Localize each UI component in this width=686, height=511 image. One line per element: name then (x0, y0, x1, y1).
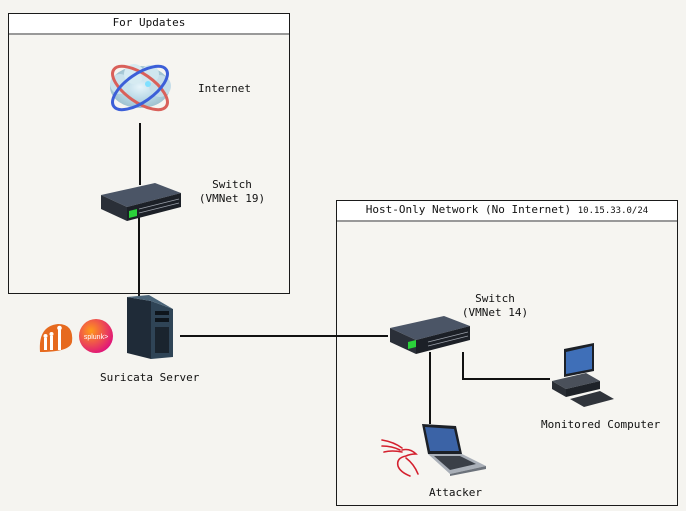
node-label-internet: Internet (198, 82, 251, 95)
subnet-label: 10.15.33.0/24 (577, 206, 649, 216)
edge-switch14-attacker (429, 352, 431, 424)
edge-switch14-monitored-h (462, 378, 550, 380)
laptop-icon (420, 424, 488, 476)
group-title-text: Host-Only Network (No Internet) (365, 203, 572, 216)
edge-switch19-suricata (138, 216, 140, 298)
edge-switch14-monitored-v (462, 352, 464, 379)
switch-label-line2: (VMNet 14) (461, 306, 529, 319)
network-switch-icon (386, 314, 472, 358)
suricata-logo-icon (38, 322, 74, 354)
cloud-globe-icon (104, 60, 176, 115)
splunk-logo-text: splunk> (84, 334, 108, 341)
switch-label-line1: Switch (212, 178, 252, 191)
group-title: For Updates (9, 14, 289, 35)
kali-dragon-icon (380, 436, 422, 478)
edge-suricata-switch14 (180, 335, 388, 337)
network-switch-icon (97, 181, 183, 225)
switch-label-line2: (VMNet 19) (198, 192, 266, 205)
node-label-suricata-server: Suricata Server (100, 371, 200, 384)
group-title: Host-Only Network (No Internet) 10.15.33… (337, 201, 677, 222)
node-label-switch-vmnet19: Switch (VMNet 19) (197, 178, 267, 206)
node-label-attacker: Attacker (429, 486, 482, 499)
node-label-monitored-computer: Monitored Computer (541, 418, 661, 431)
tower-server-icon (121, 295, 177, 361)
switch-label-line1: Switch (475, 292, 515, 305)
splunk-logo-icon: splunk> (78, 318, 114, 354)
group-for-updates: For Updates (8, 13, 290, 294)
node-label-switch-vmnet14: Switch (VMNet 14) (460, 292, 530, 320)
group-host-only-network: Host-Only Network (No Internet) 10.15.33… (336, 200, 678, 506)
desktop-computer-icon (548, 343, 618, 413)
edge-internet-switch19 (139, 123, 141, 185)
